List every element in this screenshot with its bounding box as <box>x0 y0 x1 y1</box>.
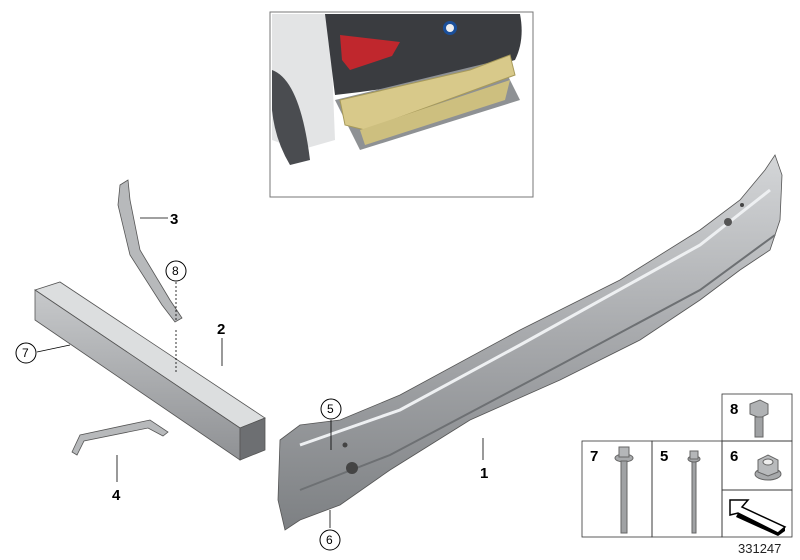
svg-text:6: 6 <box>326 533 333 547</box>
legend-label-5: 5 <box>660 448 668 465</box>
hex-bolt-icon <box>749 399 769 438</box>
callout-6: 6 <box>319 529 341 551</box>
bracket-part-3 <box>117 179 183 323</box>
callout-1: 1 <box>480 465 488 482</box>
hardware-legend <box>581 393 793 538</box>
legend-label-7: 7 <box>590 448 598 465</box>
callout-7: 7 <box>15 342 37 364</box>
direction-arrow-icon <box>729 499 787 536</box>
flange-bolt-thin-icon <box>687 450 701 534</box>
callout-4: 4 <box>112 487 121 504</box>
legend-label-6: 6 <box>730 448 738 465</box>
tube-part-2 <box>34 281 266 461</box>
svg-text:5: 5 <box>327 402 334 416</box>
svg-text:7: 7 <box>22 346 29 360</box>
flange-bolt-long-icon <box>614 446 634 534</box>
diagram-number: 331247 <box>738 541 781 556</box>
leader-lines <box>36 217 484 528</box>
bumper-carrier-part-1 <box>277 154 783 531</box>
flange-nut-icon <box>754 454 782 481</box>
vehicle-location-inset <box>269 11 534 198</box>
bracket-part-4 <box>71 419 169 456</box>
legend-label-8: 8 <box>730 401 738 418</box>
callout-5: 5 <box>320 398 342 420</box>
callout-3: 3 <box>170 211 178 228</box>
callout-2: 2 <box>217 321 225 338</box>
svg-text:8: 8 <box>172 264 179 278</box>
callout-8: 8 <box>165 260 187 282</box>
